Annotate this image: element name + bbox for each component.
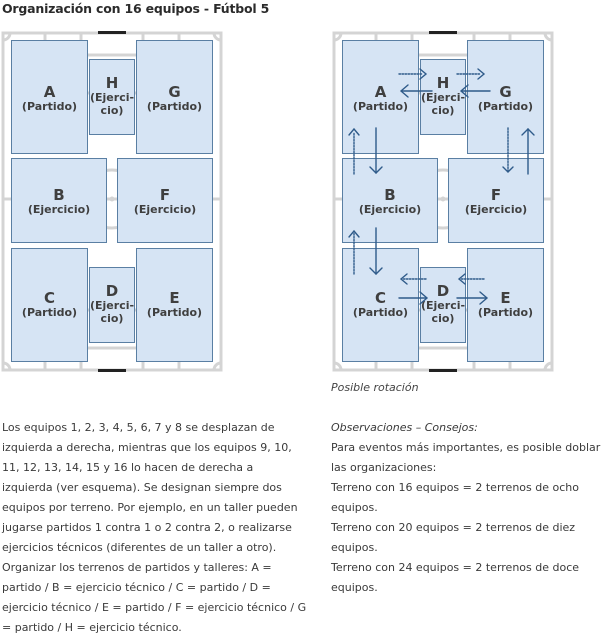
zone-type: (Ejerci- xyxy=(421,91,466,104)
zone-type: (Ejerci- xyxy=(90,91,135,104)
zone-letter: G xyxy=(499,83,512,101)
zone-type: (Ejerci- xyxy=(90,299,135,312)
page-title: Organización con 16 equipos - Fútbol 5 xyxy=(2,1,270,16)
corner-arc xyxy=(543,361,553,371)
zone-f: F(Ejercicio) xyxy=(448,158,544,243)
zone-type: cio) xyxy=(431,104,455,117)
description-paragraph: Los equipos 1, 2, 3, 4, 5, 6, 7 y 8 se d… xyxy=(2,421,307,634)
zone-type: (Ejercicio) xyxy=(133,203,197,216)
zone-type: cio) xyxy=(100,104,124,117)
zone-letter: B xyxy=(384,186,396,204)
zone-type: (Partido) xyxy=(477,100,534,113)
zone-type: (Partido) xyxy=(352,100,409,113)
goal-top xyxy=(429,31,457,34)
zone-type: (Partido) xyxy=(477,306,534,319)
zone-c: C(Partido) xyxy=(11,248,88,362)
zone-e: E(Partido) xyxy=(467,248,544,362)
zone-type: (Ejercicio) xyxy=(358,203,422,216)
zone-letter: H xyxy=(436,74,450,92)
zone-h: H(Ejerci-cio) xyxy=(420,59,466,135)
zone-type: (Ejercicio) xyxy=(464,203,528,216)
goal-bottom xyxy=(429,369,457,372)
zone-type: (Partido) xyxy=(146,306,203,319)
zone-d: D(Ejerci-cio) xyxy=(420,267,466,343)
diagram-caption: Posible rotación xyxy=(331,381,419,394)
zone-type: (Partido) xyxy=(146,100,203,113)
corner-arc xyxy=(543,32,553,42)
zone-letter: D xyxy=(105,282,119,300)
zone-type: (Ejercicio) xyxy=(27,203,91,216)
zone-c: C(Partido) xyxy=(342,248,419,362)
zone-g: G(Partido) xyxy=(467,40,544,154)
zone-b: B(Ejercicio) xyxy=(342,158,438,243)
goal-top xyxy=(98,31,126,34)
zone-a: A(Partido) xyxy=(342,40,419,154)
field-diagram-right: A(Partido) H(Ejerci-cio) G(Partido) B(Ej… xyxy=(332,31,554,372)
observations-block: Observaciones – Consejos: Para eventos m… xyxy=(331,418,613,598)
zone-letter: F xyxy=(159,186,171,204)
observation-line: Terreno con 20 equipos = 2 terrenos de d… xyxy=(331,521,576,554)
zone-letter: D xyxy=(436,282,450,300)
zone-f: F(Ejercicio) xyxy=(117,158,213,243)
goal-area-top xyxy=(79,31,145,57)
center-spot xyxy=(109,196,115,202)
center-spot xyxy=(440,196,446,202)
zone-letter: H xyxy=(105,74,119,92)
corner-arc xyxy=(333,32,343,42)
goal-area-top xyxy=(410,31,476,57)
zone-g: G(Partido) xyxy=(136,40,213,154)
zone-type: cio) xyxy=(100,312,124,325)
zone-h: H(Ejerci-cio) xyxy=(89,59,135,135)
zone-type: (Partido) xyxy=(352,306,409,319)
observations-heading: Observaciones – Consejos: xyxy=(331,421,478,434)
goal-bottom xyxy=(98,369,126,372)
zone-b: B(Ejercicio) xyxy=(11,158,107,243)
zone-letter: G xyxy=(168,83,181,101)
zone-type: (Partido) xyxy=(21,100,78,113)
goal-area-bottom xyxy=(410,346,476,372)
field-diagram-left: A(Partido) H(Ejerci-cio) G(Partido) B(Ej… xyxy=(1,31,223,372)
observation-line: Terreno con 16 equipos = 2 terrenos de o… xyxy=(331,481,579,514)
zone-letter: F xyxy=(490,186,502,204)
corner-arc xyxy=(212,32,222,42)
zone-e: E(Partido) xyxy=(136,248,213,362)
zone-letter: C xyxy=(43,289,55,307)
corner-arc xyxy=(2,361,12,371)
zone-a: A(Partido) xyxy=(11,40,88,154)
corner-arc xyxy=(2,32,12,42)
zone-letter: A xyxy=(374,83,387,101)
goal-area-bottom xyxy=(79,346,145,372)
zone-letter: E xyxy=(500,289,511,307)
zone-letter: C xyxy=(374,289,386,307)
zone-type: (Partido) xyxy=(21,306,78,319)
observations-intro: Para eventos más importantes, es posible… xyxy=(331,441,601,474)
zone-type: cio) xyxy=(431,312,455,325)
corner-arc xyxy=(333,361,343,371)
zone-letter: A xyxy=(43,83,56,101)
observation-line: Terreno con 24 equipos = 2 terrenos de d… xyxy=(331,561,580,594)
corner-arc xyxy=(212,361,222,371)
zone-letter: B xyxy=(53,186,65,204)
zone-letter: E xyxy=(169,289,180,307)
zone-d: D(Ejerci-cio) xyxy=(89,267,135,343)
zone-type: (Ejerci- xyxy=(421,299,466,312)
